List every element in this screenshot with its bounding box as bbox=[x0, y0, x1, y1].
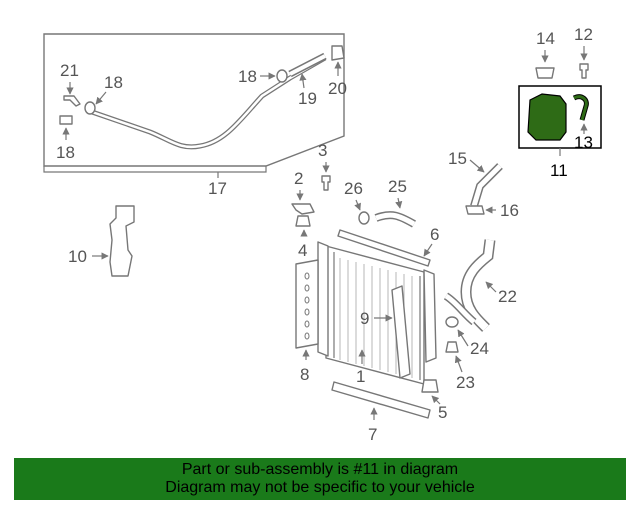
callout-5: 5 bbox=[438, 403, 447, 422]
clamp-26 bbox=[358, 211, 370, 225]
hose-clamp-18-right bbox=[276, 69, 288, 83]
coolant-reservoir-11 bbox=[527, 93, 567, 141]
callout-16: 16 bbox=[500, 201, 519, 220]
callout-8: 8 bbox=[300, 365, 309, 384]
clamp-24 bbox=[445, 316, 459, 328]
callout-4: 4 bbox=[298, 241, 307, 260]
callout-15: 15 bbox=[448, 149, 467, 168]
callout-26: 26 bbox=[344, 179, 363, 198]
lead-5 bbox=[431, 395, 441, 405]
seal-6 bbox=[337, 229, 431, 267]
air-deflector-10 bbox=[109, 205, 135, 277]
reservoir-group: 14 12 13 11 bbox=[518, 25, 602, 180]
hose-clamp-18-left bbox=[84, 101, 96, 115]
radiator-tank-right bbox=[423, 269, 437, 363]
banner-line-2: Diagram may not be specific to your vehi… bbox=[165, 479, 475, 496]
callout-23: 23 bbox=[456, 373, 475, 392]
bolt-12 bbox=[579, 63, 589, 79]
callout-24: 24 bbox=[470, 339, 489, 358]
callout-25: 25 bbox=[388, 177, 407, 196]
callout-20: 20 bbox=[328, 79, 347, 98]
callout-18b: 18 bbox=[56, 143, 75, 162]
seal-7 bbox=[331, 381, 431, 419]
lead-24 bbox=[457, 329, 469, 347]
bracket-2 bbox=[291, 203, 315, 215]
lower-hose-group: 22 24 23 bbox=[443, 239, 517, 392]
callout-9: 9 bbox=[360, 309, 369, 328]
side-baffle-8 bbox=[295, 259, 319, 349]
radiator-tank-left bbox=[317, 241, 329, 357]
lead-18a bbox=[95, 91, 107, 105]
fitting-20 bbox=[331, 45, 345, 61]
shield-group: 10 bbox=[68, 205, 135, 277]
callout-6: 6 bbox=[430, 225, 439, 244]
lead-22 bbox=[485, 281, 497, 293]
bolt-3 bbox=[321, 175, 331, 191]
callout-14: 14 bbox=[536, 29, 555, 48]
group-box-bracket bbox=[43, 166, 267, 178]
lead-26 bbox=[354, 199, 361, 211]
lead-6 bbox=[423, 243, 433, 257]
lead-15 bbox=[469, 159, 485, 173]
clip-18-lower bbox=[59, 115, 73, 125]
callout-11: 11 bbox=[550, 161, 568, 180]
callout-1: 1 bbox=[356, 367, 365, 386]
radiator-fins bbox=[339, 258, 413, 378]
callout-18a: 18 bbox=[104, 73, 123, 92]
hose-assembly-17-group: 21 18 18 18 19 20 17 bbox=[43, 33, 347, 198]
clamp-23 bbox=[445, 341, 459, 353]
lead-25 bbox=[395, 197, 403, 209]
clamp-16 bbox=[465, 205, 485, 215]
upper-hose-group: 15 16 bbox=[448, 149, 519, 220]
callout-18c: 18 bbox=[238, 67, 257, 86]
parts-diagram: 21 18 18 18 19 20 17 14 12 13 11 15 bbox=[43, 25, 602, 444]
reservoir-cap-14 bbox=[535, 67, 555, 79]
baffle-holes bbox=[304, 272, 310, 340]
bracket-21 bbox=[63, 95, 81, 107]
callout-21: 21 bbox=[60, 61, 79, 80]
group-box-outline bbox=[43, 33, 345, 167]
callout-7: 7 bbox=[368, 425, 377, 444]
callout-12: 12 bbox=[574, 25, 593, 44]
callout-17: 17 bbox=[208, 179, 227, 198]
insulator-5 bbox=[421, 379, 439, 393]
callout-3: 3 bbox=[318, 141, 327, 160]
lead-23 bbox=[454, 355, 463, 373]
radiator-group: 6 8 9 1 bbox=[295, 225, 447, 444]
callout-10: 10 bbox=[68, 247, 87, 266]
callout-19: 19 bbox=[298, 89, 317, 108]
callout-22: 22 bbox=[498, 287, 517, 306]
baffle-9 bbox=[391, 285, 411, 379]
info-banner: Part or sub-assembly is #11 in diagram D… bbox=[14, 458, 626, 500]
callout-13: 13 bbox=[574, 133, 593, 152]
lead-19 bbox=[299, 73, 307, 89]
upper-mount-group: 2 3 4 26 25 bbox=[291, 141, 416, 260]
callout-2: 2 bbox=[294, 169, 303, 188]
banner-line-1: Part or sub-assembly is #11 in diagram bbox=[181, 461, 459, 478]
insulator-4-top bbox=[295, 215, 311, 227]
